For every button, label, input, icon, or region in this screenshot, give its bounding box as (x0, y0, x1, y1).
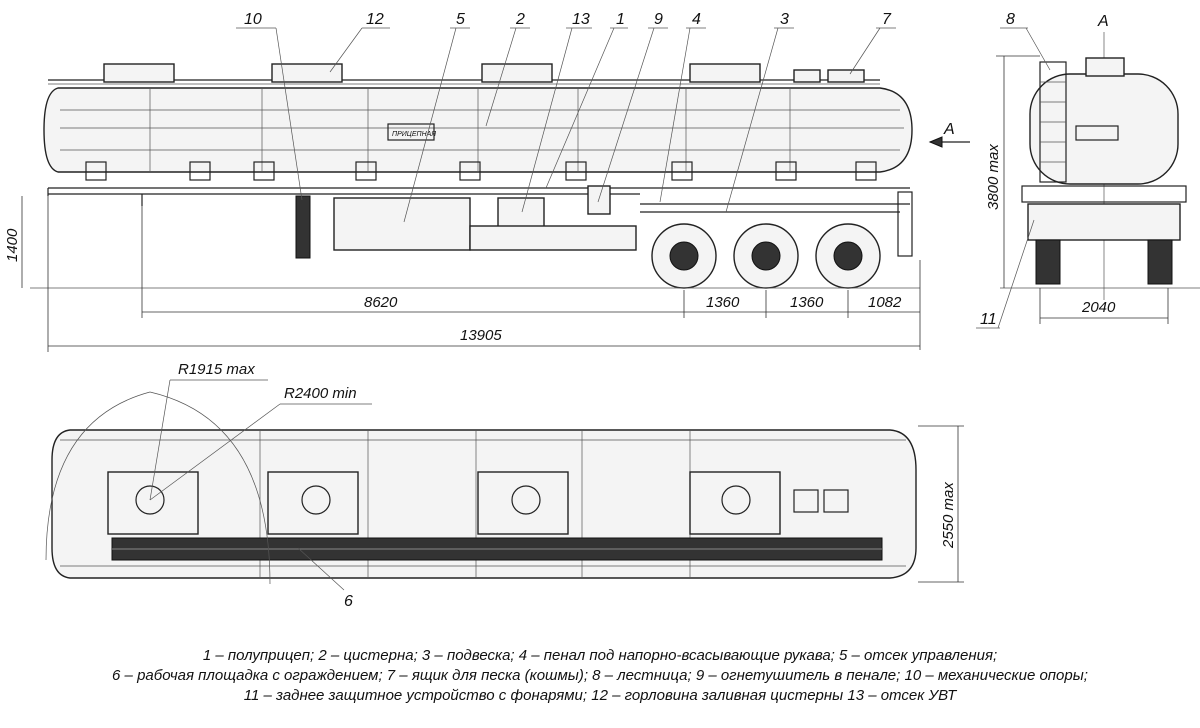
callout-4: 4 (692, 11, 701, 28)
radius-arc-1915 (45, 391, 151, 561)
legend-line-3: 11 – заднее защитное устройство с фонаря… (243, 687, 957, 704)
callout-10: 10 (244, 11, 262, 28)
rear-bumper (1027, 203, 1181, 241)
tank-plate (387, 123, 435, 141)
callout-11: 11 (980, 311, 997, 328)
landing-legs (295, 195, 311, 259)
callout-5: 5 (456, 11, 465, 28)
side-dimensions: 1400 8620 1360 1360 1082 13905 (4, 196, 921, 352)
dim-2040: 2040 (1081, 299, 1116, 316)
callout-12: 12 (366, 11, 384, 28)
rear-view: A 8 11 3800 max 2040 (976, 11, 1200, 329)
wheels-side (651, 223, 881, 289)
tank-rear (1029, 73, 1179, 185)
dim-3800: 3800 max (985, 144, 1002, 210)
side-callouts: 10 12 5 2 13 1 9 4 3 7 (236, 11, 896, 223)
dim-2550: 2550 max (940, 482, 957, 549)
top-view: R1915 max R2400 min 6 2550 max (45, 361, 964, 610)
radius-arc-2400 (149, 391, 271, 585)
view-label: A (1097, 13, 1109, 30)
legend: 1 – полуприцеп; 2 – цистерна; 3 – подвес… (0, 646, 1200, 706)
dim-1400: 1400 (4, 228, 21, 262)
callout-13: 13 (572, 11, 590, 28)
dim-1360-b: 1360 (790, 294, 824, 311)
callout-8: 8 (1006, 11, 1015, 28)
dim-8620: 8620 (364, 294, 398, 311)
hose-tube (469, 225, 637, 251)
manhole-covers (103, 63, 865, 83)
callout-7: 7 (882, 11, 892, 28)
dim-13905: 13905 (460, 327, 502, 344)
legend-line-2: 6 – рабочая площадка с ограждением; 7 – … (112, 667, 1088, 684)
callout-1: 1 (616, 11, 625, 28)
dim-r2400: R2400 min (284, 385, 357, 402)
technical-drawing: ПРИЦЕПНАЯ (4, 11, 1200, 610)
callout-3: 3 (780, 11, 789, 28)
view-arrow-label: A (943, 121, 955, 138)
dim-1360-a: 1360 (706, 294, 740, 311)
tank-plate-text: ПРИЦЕПНАЯ (392, 131, 436, 138)
callout-6: 6 (344, 593, 353, 610)
control-compartment (333, 197, 471, 251)
dim-r1915: R1915 max (178, 361, 255, 378)
side-view: ПРИЦЕПНАЯ (4, 11, 970, 352)
dim-1082: 1082 (868, 294, 902, 311)
callout-9: 9 (654, 11, 663, 28)
legend-line-1: 1 – полуприцеп; 2 – цистерна; 3 – подвес… (202, 647, 998, 664)
callout-2: 2 (515, 11, 525, 28)
